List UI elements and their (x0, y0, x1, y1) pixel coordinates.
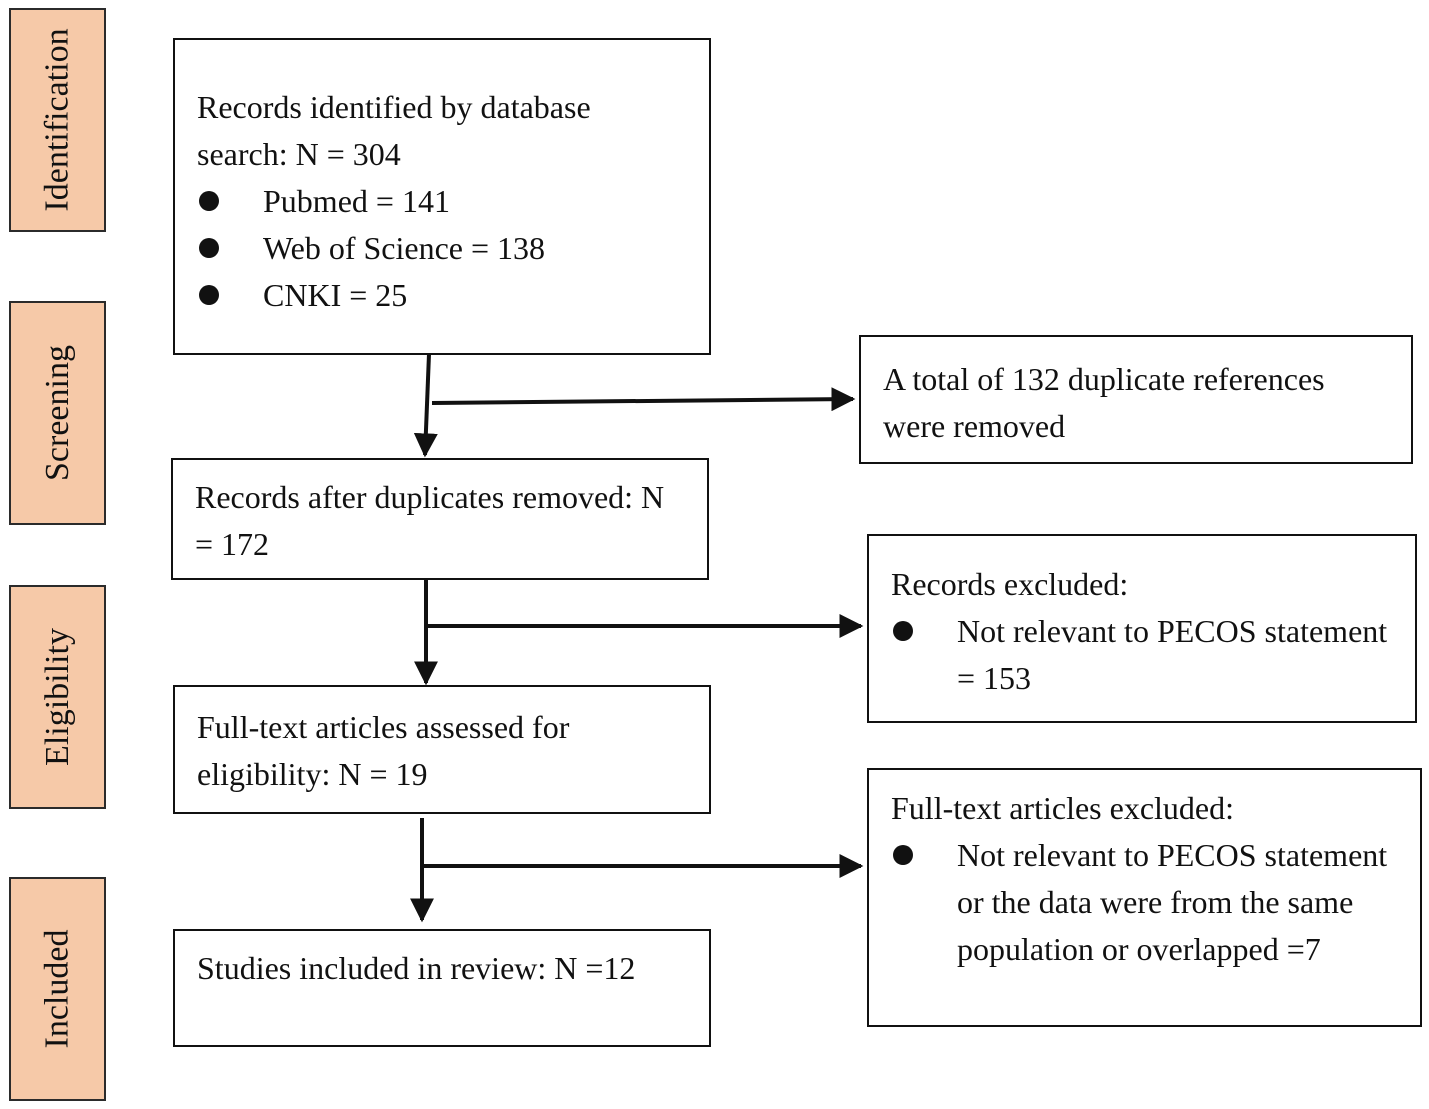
records-excluded-title: Records excluded: (891, 566, 1129, 602)
arrow-identified-to-after-duplicates (413, 353, 438, 458)
box-fulltext-assessed: Full-text articles assessed for eligibil… (173, 685, 711, 814)
box-records-excluded: Records excluded: Not relevant to PECOS … (867, 534, 1417, 723)
box-fulltext-excluded: Full-text articles excluded: Not relevan… (867, 768, 1422, 1027)
records-after-duplicates-text: Records after duplicates removed: N = 17… (195, 479, 665, 562)
fulltext-excluded-title: Full-text articles excluded: (891, 790, 1234, 826)
fulltext-excluded-item: Not relevant to PECOS statement or the d… (891, 832, 1400, 973)
box-records-after-duplicates: Records after duplicates removed: N = 17… (171, 458, 709, 580)
source-web-of-science: Web of Science = 138 (197, 225, 689, 272)
records-identified-title: Records identified by database search: N… (197, 89, 591, 172)
bullet-icon (199, 191, 219, 211)
phase-screening: Screening (9, 301, 106, 525)
box-studies-included: Studies included in review: N =12 (173, 929, 711, 1047)
box-records-identified: Records identified by database search: N… (173, 38, 711, 355)
bullet-icon (893, 845, 913, 865)
records-excluded-item: Not relevant to PECOS statement = 153 (891, 608, 1395, 702)
box-duplicates-removed: A total of 132 duplicate references were… (859, 335, 1413, 464)
phase-identification: Identification (9, 8, 106, 232)
duplicates-removed-text: A total of 132 duplicate references were… (883, 361, 1325, 444)
fulltext-assessed-text: Full-text articles assessed for eligibil… (197, 709, 570, 792)
source-pubmed: Pubmed = 141 (197, 178, 689, 225)
bullet-icon (893, 621, 913, 641)
source-cnki: CNKI = 25 (197, 272, 689, 319)
arrow-to-duplicates-removed (431, 387, 856, 412)
phase-included: Included (9, 877, 106, 1101)
bullet-icon (199, 238, 219, 258)
bullet-icon (199, 285, 219, 305)
studies-included-text: Studies included in review: N =12 (197, 950, 636, 986)
phase-eligibility: Eligibility (9, 585, 106, 809)
